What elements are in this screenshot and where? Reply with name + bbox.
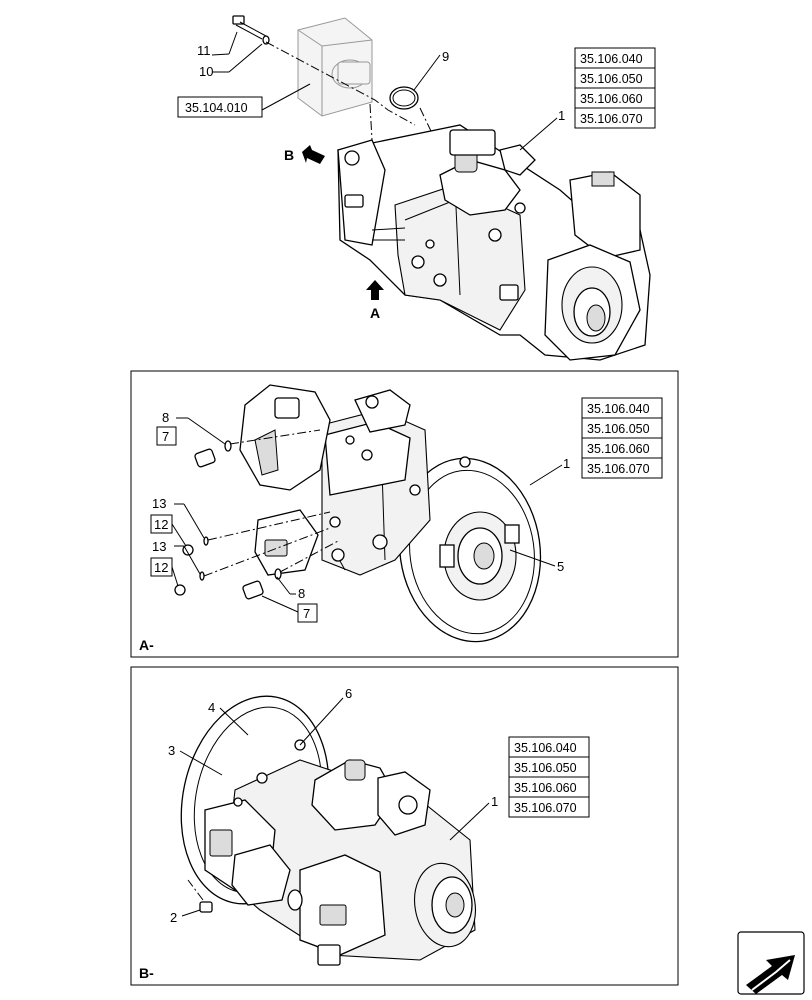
view-b-frame xyxy=(130,666,679,986)
fasteners-view-a xyxy=(174,440,282,600)
arrow-a-icon xyxy=(366,280,384,300)
ref-code-a-1-label: 35.106.050 xyxy=(587,422,650,436)
callout-b-1: 1 xyxy=(491,794,498,809)
ref-code-a-3[interactable] xyxy=(581,457,663,479)
ref-code-main-1-label: 35.106.050 xyxy=(580,72,643,86)
ref-code-main-3[interactable] xyxy=(574,107,656,129)
boxed-a-12-bottom-label: 12 xyxy=(154,560,168,575)
ref-code-b-1-label: 35.106.050 xyxy=(514,761,577,775)
view-arrow-a-label: A xyxy=(370,305,380,321)
section-ref-label: 35.104.010 xyxy=(185,101,248,115)
callout-b-3: 4 xyxy=(208,700,215,715)
callout-a-8-top: 8 xyxy=(162,410,169,425)
callout-b-6: 2 xyxy=(170,910,177,925)
o-ring-9-illustration xyxy=(389,86,419,110)
view-a-panel: A- xyxy=(130,370,679,658)
callout-b-4: 6 xyxy=(345,686,352,701)
ref-code-b-3-label: 35.106.070 xyxy=(514,801,577,815)
boxed-a-7-top[interactable] xyxy=(156,426,177,446)
ref-code-main-2-label: 35.106.060 xyxy=(580,92,643,106)
ref-code-b-0-label: 35.106.040 xyxy=(514,741,577,755)
view-a-title: A- xyxy=(139,637,154,653)
auxiliary-pump-illustration xyxy=(297,17,373,117)
view-a-frame xyxy=(130,370,679,658)
bolt-6-illustration xyxy=(199,901,213,913)
ref-code-b-3[interactable] xyxy=(508,796,590,818)
next-page-button[interactable] xyxy=(737,931,805,995)
callout-a-13-bottom: 13 xyxy=(152,539,166,554)
section-ref-box[interactable] xyxy=(177,96,263,118)
main-pump-illustration xyxy=(337,124,651,361)
bolt-10-illustration xyxy=(232,15,270,45)
ref-code-b-2-label: 35.106.060 xyxy=(514,781,577,795)
ref-code-a-3-label: 35.106.070 xyxy=(587,462,650,476)
view-b-title: B- xyxy=(139,965,154,981)
boxed-a-7-top-label: 7 xyxy=(162,429,169,444)
ref-code-main-3-label: 35.106.070 xyxy=(580,112,643,126)
pump-view-a-illustration xyxy=(239,384,542,643)
ref-codes-view-b: 35.106.040 35.106.050 35.106.060 35.106.… xyxy=(508,736,590,818)
callout-b-2: 3 xyxy=(168,743,175,758)
view-b-panel: B- xyxy=(130,666,679,986)
callout-9: 9 xyxy=(442,49,449,64)
callout-1: 1 xyxy=(558,108,565,123)
ref-code-a-2-label: 35.106.060 xyxy=(587,442,650,456)
main-view: 11 10 9 1 35.104.010 35.106.040 35.106.0… xyxy=(177,15,656,361)
pump-view-b-illustration xyxy=(180,695,476,966)
arrow-b-icon xyxy=(302,145,325,164)
callout-10: 11 xyxy=(197,43,211,58)
boxed-a-7-bottom-label: 7 xyxy=(303,606,310,621)
view-arrow-b: B xyxy=(284,145,325,164)
ref-codes-main: 35.106.040 35.106.050 35.106.060 35.106.… xyxy=(574,47,656,129)
view-arrow-b-label: B xyxy=(284,147,294,163)
view-arrow-a: A xyxy=(366,280,384,321)
boxed-a-12-top-label: 12 xyxy=(154,517,168,532)
callout-a-13-top: 13 xyxy=(152,496,166,511)
callout-a-5: 5 xyxy=(557,559,564,574)
ref-code-main-0-label: 35.106.040 xyxy=(580,52,643,66)
boxed-a-7-bottom[interactable] xyxy=(297,603,318,623)
callout-a-1: 1 xyxy=(563,456,570,471)
callout-a-8-bottom: 8 xyxy=(298,586,305,601)
ref-codes-view-a: 35.106.040 35.106.050 35.106.060 35.106.… xyxy=(581,397,663,479)
callout-11: 10 xyxy=(199,64,213,79)
ref-code-a-0-label: 35.106.040 xyxy=(587,402,650,416)
